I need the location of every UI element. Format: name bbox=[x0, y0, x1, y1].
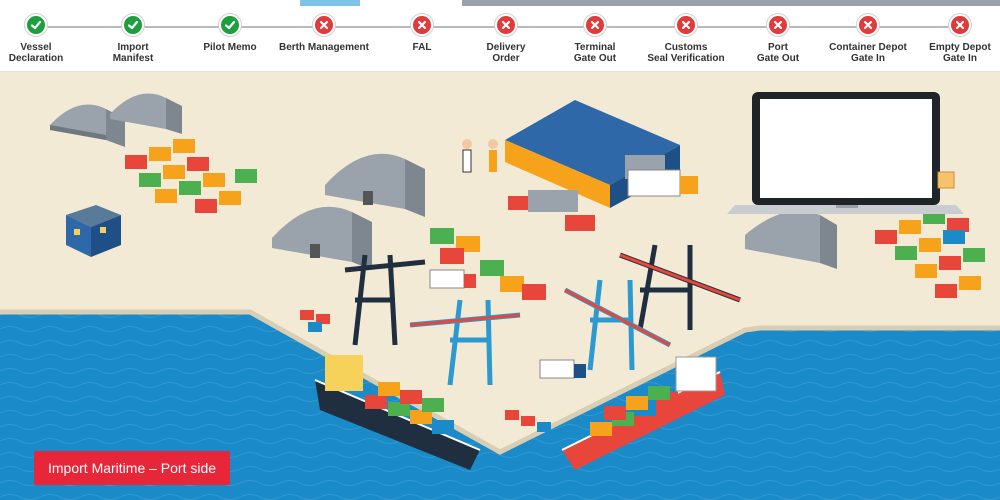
step-port-gate-out[interactable]: Port Gate Out bbox=[723, 14, 833, 64]
cross-icon bbox=[675, 14, 697, 36]
step-fal[interactable]: FAL bbox=[367, 14, 477, 53]
cross-icon bbox=[584, 14, 606, 36]
cross-icon bbox=[313, 14, 335, 36]
quay-edge bbox=[0, 309, 1000, 455]
laptop-screen bbox=[760, 99, 932, 198]
step-label: Pilot Memo bbox=[203, 42, 257, 53]
step-terminal-gate-out[interactable]: Terminal Gate Out bbox=[540, 14, 650, 64]
step-label: Import Manifest bbox=[112, 42, 154, 64]
step-label: FAL bbox=[412, 42, 432, 53]
port-illustration bbox=[0, 72, 1000, 500]
cross-icon bbox=[857, 14, 879, 36]
step-import-manifest[interactable]: Import Manifest bbox=[78, 14, 188, 64]
step-container-depot-gate-in[interactable]: Container Depot Gate In bbox=[813, 14, 923, 64]
port-scene bbox=[0, 72, 1000, 500]
cargo-ship-left bbox=[314, 355, 481, 470]
step-label: Port Gate Out bbox=[756, 42, 800, 64]
cross-icon bbox=[411, 14, 433, 36]
step-delivery-order[interactable]: Delivery Order bbox=[451, 14, 561, 64]
header-strip bbox=[300, 0, 360, 6]
step-label: Delivery Order bbox=[486, 42, 526, 64]
step-pilot-memo[interactable]: Pilot Memo bbox=[175, 14, 285, 53]
step-label: Vessel Declaration bbox=[8, 42, 64, 64]
water-waves bbox=[0, 312, 1000, 500]
step-label: Container Depot Gate In bbox=[829, 42, 907, 64]
header-strip bbox=[462, 0, 1000, 6]
cross-icon bbox=[767, 14, 789, 36]
step-label: Empty Depot Gate In bbox=[929, 42, 991, 64]
warehouse-domes bbox=[50, 93, 837, 270]
check-icon bbox=[219, 14, 241, 36]
trucks bbox=[429, 169, 698, 379]
container-stacks bbox=[125, 139, 985, 432]
step-label: Terminal Gate Out bbox=[573, 42, 617, 64]
step-label: Customs Seal Verification bbox=[647, 42, 725, 64]
cross-icon bbox=[949, 14, 971, 36]
step-label: Berth Management bbox=[278, 42, 369, 53]
step-empty-depot-gate-in[interactable]: Empty Depot Gate In bbox=[905, 14, 1000, 64]
process-tracker: Vessel Declaration Import Manifest Pilot… bbox=[0, 0, 1000, 72]
cargo-box bbox=[937, 171, 955, 189]
cargo-ship-right bbox=[561, 356, 725, 470]
check-icon bbox=[25, 14, 47, 36]
step-customs-seal-verification[interactable]: Customs Seal Verification bbox=[631, 14, 741, 64]
scene-caption: Import Maritime – Port side bbox=[34, 451, 231, 485]
laptop bbox=[727, 92, 964, 214]
cross-icon bbox=[495, 14, 517, 36]
step-berth-management[interactable]: Berth Management bbox=[269, 14, 379, 53]
step-vessel-declaration[interactable]: Vessel Declaration bbox=[0, 14, 91, 64]
office-building bbox=[66, 205, 121, 257]
check-icon bbox=[122, 14, 144, 36]
gantry-cranes bbox=[344, 244, 741, 386]
workers bbox=[462, 139, 498, 173]
